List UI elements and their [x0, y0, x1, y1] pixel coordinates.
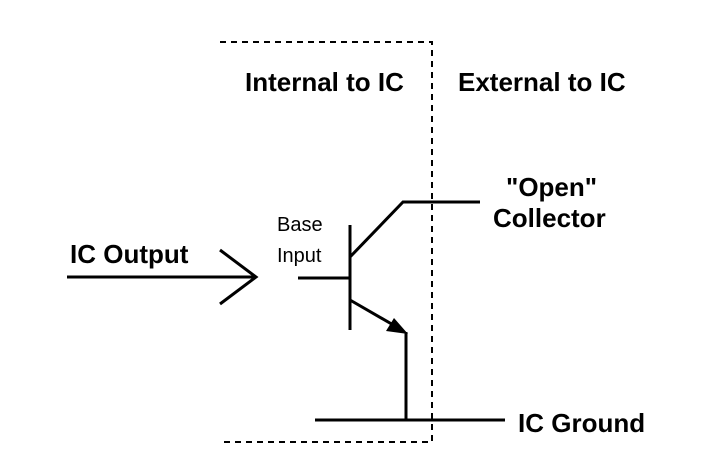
base-input-label-line1: Base [277, 214, 323, 236]
base-input-label-line2: Input [277, 245, 322, 267]
ic-output-label: IC Output [70, 239, 189, 269]
open-collector-label-line1: "Open" [506, 172, 597, 202]
collector-leg [348, 200, 480, 259]
external-label: External to IC [458, 67, 626, 97]
ic-ground-label: IC Ground [518, 408, 645, 438]
internal-label: Internal to IC [245, 67, 404, 97]
ic-boundary [220, 41, 433, 443]
output-arrow-head [219, 248, 259, 306]
open-collector-label-line2: Collector [493, 203, 606, 233]
emitter-arrow-head [386, 318, 408, 334]
